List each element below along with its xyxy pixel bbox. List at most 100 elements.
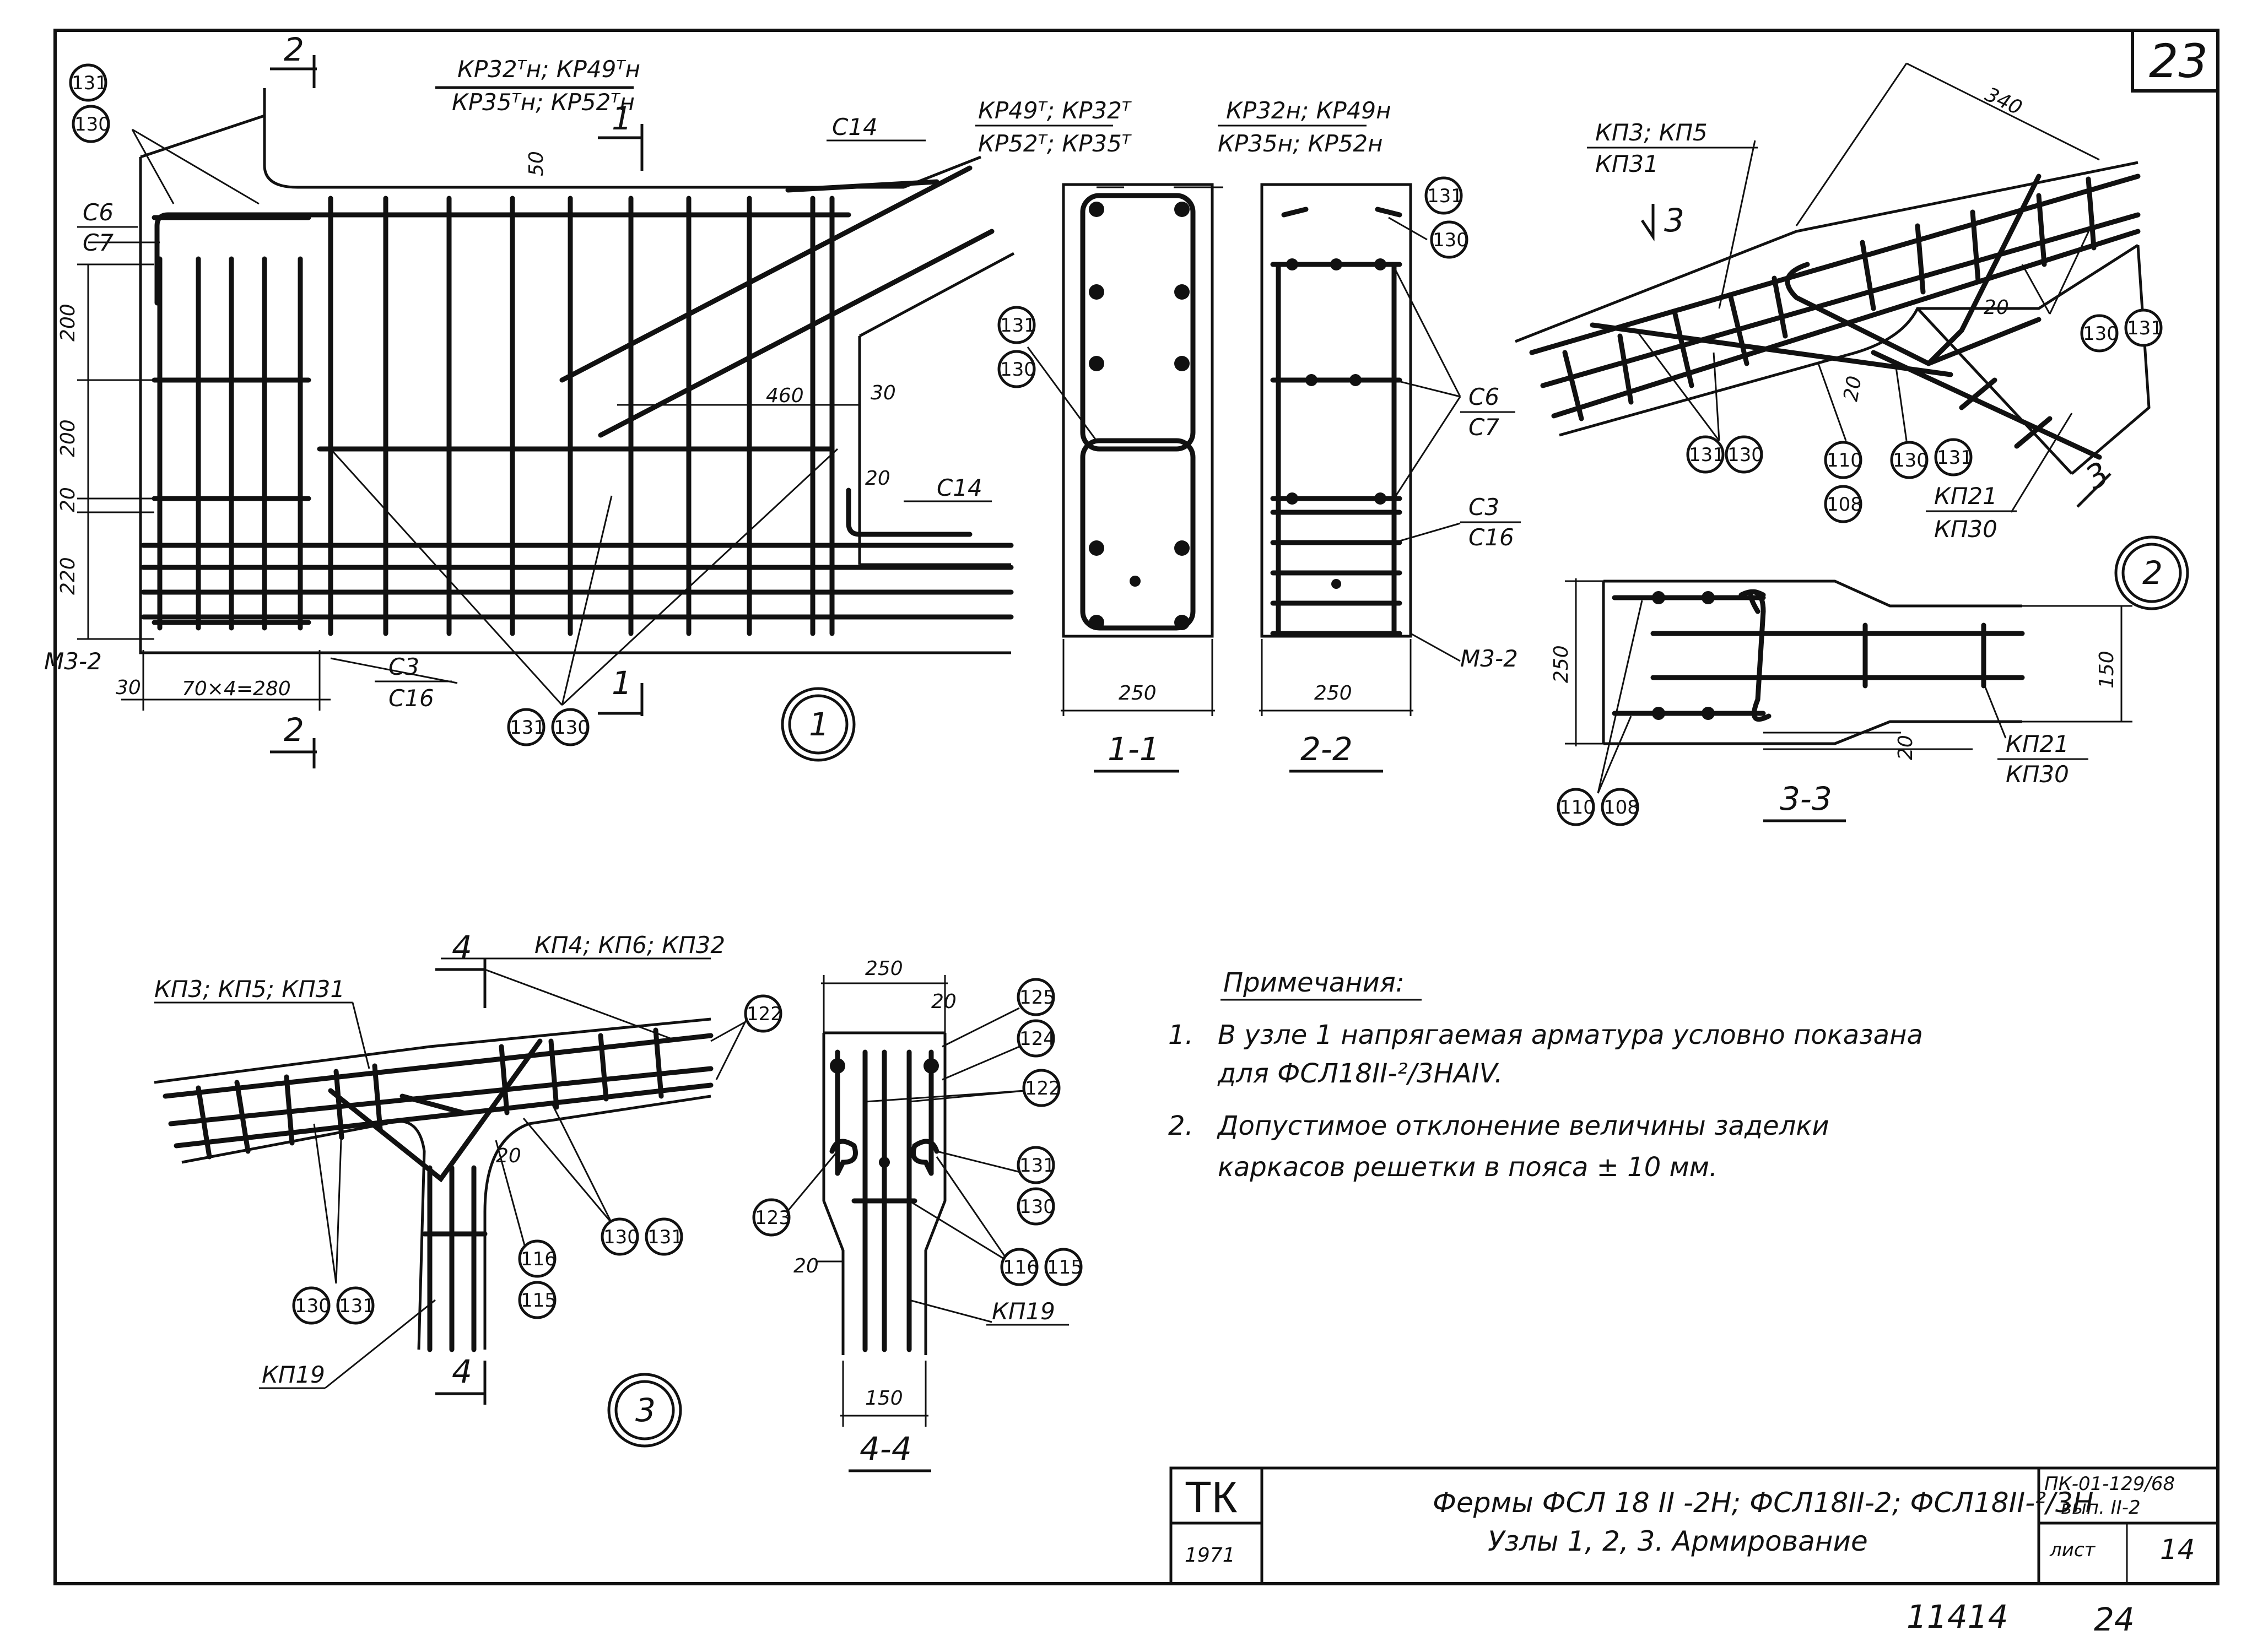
sheet-frame	[53, 29, 2219, 1585]
n3-sec-4-bot: 4	[452, 1353, 472, 1390]
stirrups-node2	[1562, 176, 2097, 449]
n2-marker-131b: 131	[1689, 444, 1725, 466]
n2-sec-3a: 3	[1664, 202, 1684, 239]
s33-kp-den: КП30	[2006, 761, 2069, 788]
bottom-page: 24	[2094, 1601, 2135, 1638]
n1-dim-30b: 30	[871, 382, 896, 404]
n3-kp-left: КП3; КП5; КП31	[154, 976, 345, 1003]
n1-dim-460: 460	[766, 384, 804, 407]
s11-top-right-num: КР32н; КР49н	[1226, 97, 1391, 124]
n1-c14-low: С14	[937, 474, 982, 501]
n1-dim-200b: 200	[57, 419, 79, 457]
s11-width: 250	[1119, 682, 1157, 705]
n1-marker-130b: 130	[554, 717, 590, 739]
s11-marker-131: 131	[1000, 315, 1036, 337]
n1-m3: М3-2	[44, 648, 102, 675]
s33-dim-250: 250	[1550, 645, 1573, 683]
n1-frac-den: КР35ᵀн; КР52ᵀн	[452, 89, 635, 116]
node-1-number: 1	[809, 706, 829, 743]
s44-dim-20b: 20	[793, 1255, 819, 1277]
s22-c7: С7	[1468, 414, 1499, 441]
notes-title: Примечания:	[1223, 967, 1405, 998]
s11-top-right-den: КР35н; КР52н	[1218, 130, 1383, 157]
s44-marker-130: 130	[1019, 1196, 1055, 1218]
n2-dim-20b: 20	[1839, 374, 1866, 403]
n1-marker-131a: 131	[72, 72, 107, 94]
n2-marker-131a: 131	[2127, 317, 2163, 339]
n1-dim-spacing: 70×4=280	[182, 678, 291, 700]
note-2-line2: каркасов решетки в пояса ± 10 мм.	[1218, 1152, 1718, 1183]
n1-sec-2-top: 2	[284, 31, 304, 68]
n2-kp-bottom-den: КП30	[1934, 516, 1997, 543]
s44-width-250: 250	[865, 957, 903, 980]
s22-m3: М3-2	[1460, 645, 1518, 672]
section-2-2	[1259, 183, 1461, 716]
tb-sheet-label: лист	[2049, 1539, 2096, 1561]
node-2-number: 2	[2142, 554, 2163, 592]
s44-marker-125: 125	[1019, 987, 1055, 1009]
n1-sec-1-bot: 1	[612, 664, 632, 702]
s22-c3: С3	[1468, 494, 1499, 521]
notes: Примечания: 1. В узле 1 напрягаемая арма…	[1168, 967, 1923, 1183]
n1-sec-1-top: 1	[612, 100, 632, 137]
tb-org: ТК	[1185, 1472, 1238, 1521]
n3-marker-130b: 130	[603, 1226, 639, 1248]
n1-c16: С16	[388, 685, 434, 712]
s44-marker-123: 123	[755, 1207, 791, 1229]
s33-marker-108: 108	[1603, 797, 1639, 819]
tb-sheet-no: 14	[2160, 1534, 2195, 1566]
n3-marker-130a: 130	[295, 1295, 331, 1317]
note-2-line1: Допустимое отклонение величины заделки	[1217, 1111, 1829, 1141]
s44-marker-124: 124	[1019, 1028, 1055, 1050]
s44-marker-116: 116	[1003, 1256, 1039, 1279]
tb-title-2: Узлы 1, 2, 3. Армирование	[1488, 1525, 1868, 1557]
n1-marker-130a: 130	[74, 113, 110, 136]
n1-sec-2-bot: 2	[284, 711, 304, 749]
n1-c6: С6	[83, 199, 114, 226]
node-3	[154, 957, 761, 1389]
s44-label: 4-4	[860, 1430, 912, 1467]
tb-series: ПК-01-129/68	[2044, 1473, 2175, 1495]
s22-c6: С6	[1468, 383, 1499, 410]
n1-marker-131b: 131	[510, 717, 546, 739]
s11-marker-130: 130	[1000, 359, 1036, 381]
n1-dim-220: 220	[57, 557, 79, 595]
tb-title-1: Фермы ФСЛ 18 II -2Н; ФСЛ18II-2; ФСЛ18II-…	[1433, 1487, 2093, 1519]
n1-dim-20: 20	[57, 487, 79, 512]
s44-width-150: 150	[865, 1387, 903, 1410]
n2-marker-130b: 130	[1727, 444, 1763, 466]
n2-marker-110: 110	[1827, 449, 1862, 472]
s44-marker-122: 122	[1025, 1077, 1061, 1099]
n2-kp-top-den: КП31	[1595, 150, 1659, 177]
note-2-num: 2.	[1168, 1111, 1193, 1141]
page-number-box	[2131, 29, 2219, 93]
n2-marker-131c: 131	[1937, 447, 1973, 469]
n3-marker-131a: 131	[339, 1295, 375, 1317]
bottom-inventory: 11414	[1907, 1598, 2008, 1635]
n1-dim-20b: 20	[865, 467, 890, 490]
section-4-4	[781, 975, 1025, 1427]
page-number: 23	[2149, 34, 2208, 88]
n3-sec-4-top: 4	[452, 929, 472, 966]
n1-c14-top: С14	[832, 113, 878, 140]
s11-label: 1-1	[1108, 730, 1160, 768]
note-1-line1: В узле 1 напрягаемая арматура условно по…	[1218, 1020, 1923, 1050]
n2-marker-108: 108	[1827, 494, 1862, 516]
node-3-number: 3	[635, 1391, 656, 1429]
s44-dim-20a: 20	[931, 990, 957, 1013]
n1-c7: С7	[83, 229, 114, 256]
n1-c3: С3	[388, 653, 419, 680]
n1-dim-50: 50	[525, 151, 548, 176]
n3-marker-115: 115	[521, 1290, 557, 1312]
stirrups-node1	[328, 196, 835, 636]
title-block	[1169, 1466, 2219, 1585]
n2-dim-340: 340	[1981, 83, 2026, 120]
s22-marker-130: 130	[1433, 229, 1468, 251]
section-3-3	[1565, 578, 2132, 794]
n2-kp-top-num: КП3; КП5	[1595, 119, 1708, 146]
s22-c16: С16	[1468, 524, 1514, 551]
n2-dim-20a: 20	[1984, 296, 2009, 319]
s33-marker-110: 110	[1559, 797, 1595, 819]
note-1-num: 1.	[1168, 1020, 1193, 1050]
